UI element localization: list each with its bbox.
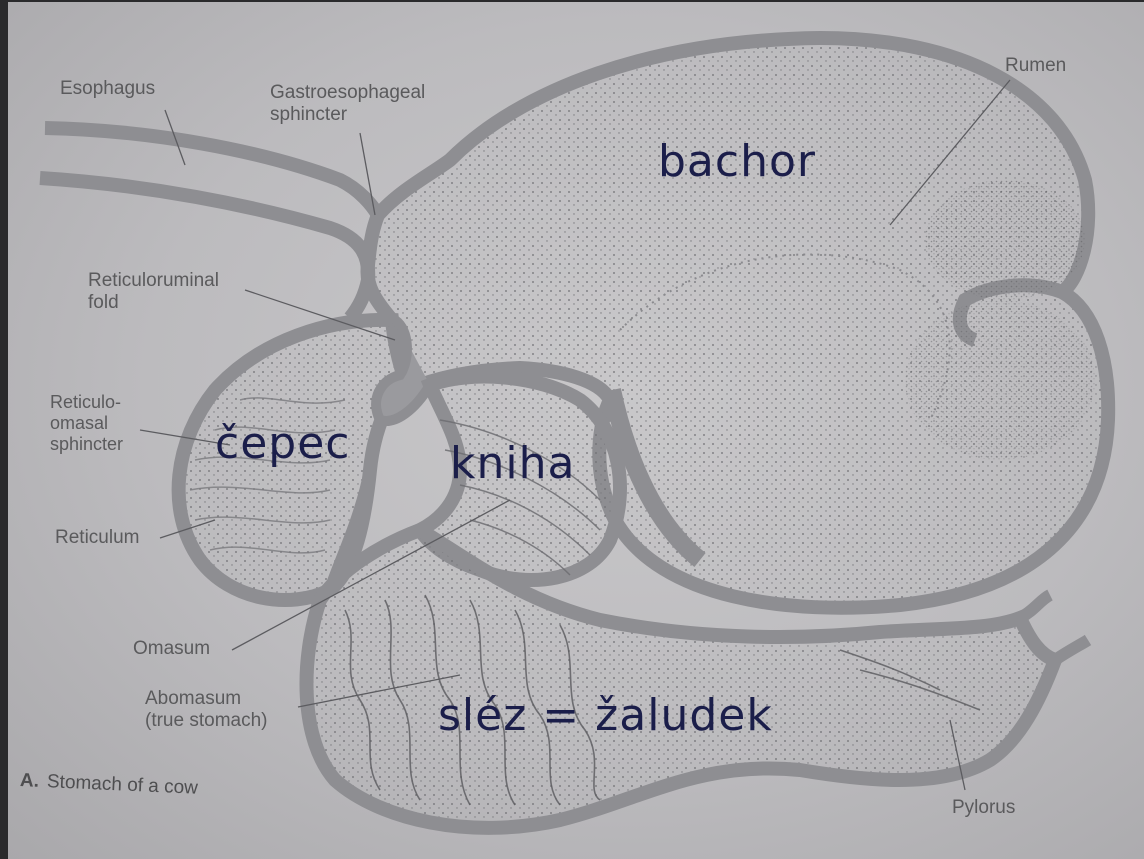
czech-label-cepec: čepec xyxy=(215,420,350,468)
label-esophagus: Esophagus xyxy=(60,78,155,100)
label-reticulo-omasal-sphincter: Reticulo- omasal sphincter xyxy=(50,392,123,455)
label-rumen: Rumen xyxy=(1005,55,1066,77)
label-gastroesophageal-sphincter: Gastroesophageal sphincter xyxy=(270,82,425,126)
czech-label-kniha: kniha xyxy=(450,440,575,488)
caption-letter: A. xyxy=(20,770,40,792)
label-omasum: Omasum xyxy=(133,638,210,660)
czech-label-bachor: bachor xyxy=(658,138,816,186)
label-reticuloruminal-fold: Reticuloruminal fold xyxy=(88,270,219,314)
label-pylorus: Pylorus xyxy=(952,797,1015,819)
czech-label-slez-zaludek: sléz = žaludek xyxy=(438,692,773,740)
label-reticulum: Reticulum xyxy=(55,527,139,549)
label-abomasum: Abomasum (true stomach) xyxy=(145,688,267,732)
